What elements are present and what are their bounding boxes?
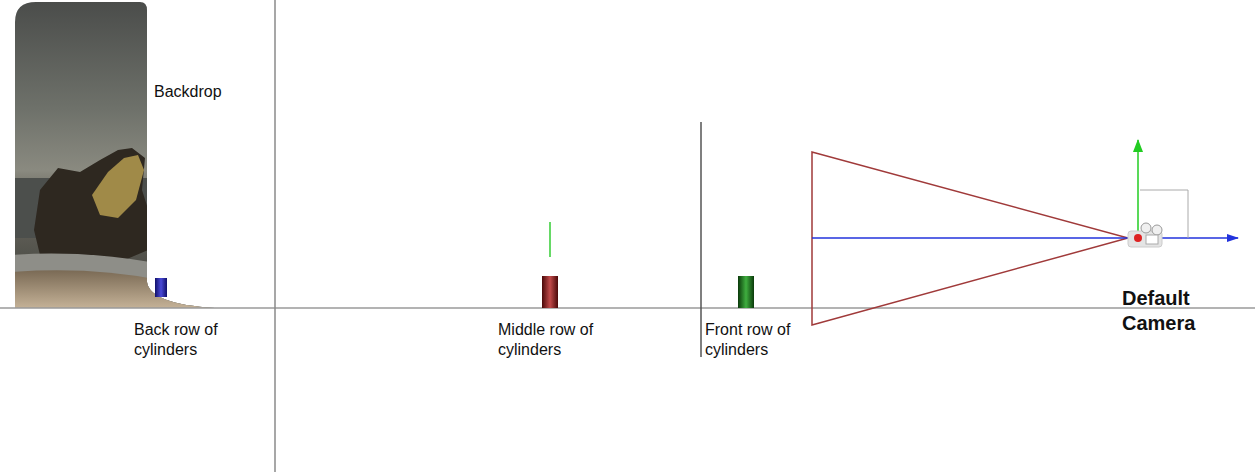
label-holder: Back row of cylinders [134,320,252,360]
blue-cylinder [155,278,167,297]
label-holder: Front row of cylinders [705,320,793,360]
camera-lens [1146,235,1158,244]
scene-label: Back row of cylinders [134,320,252,360]
backdrop-sand [10,270,220,310]
label-holder: Backdrop [154,82,264,102]
up-arrow-head [1133,139,1143,152]
divider-line [700,122,702,357]
backdrop-image [10,0,220,310]
camera-origin [1134,234,1142,242]
pivot-tick [549,222,551,257]
backdrop-sky [10,0,220,310]
scene-label: Front row of cylinders [705,320,793,360]
label-holder: Default Camera [1122,286,1226,336]
ground-axis [0,307,1255,309]
green-cylinder [738,276,754,308]
backdrop-surf [10,254,220,310]
view-axis-arrow [812,237,1238,239]
camera-icon [1128,223,1162,247]
up-axis-arrow [1137,140,1139,238]
backdrop-rock [34,148,150,262]
vertical-axis [274,0,276,472]
scene-label: Middle row of cylinders [498,320,616,360]
red-cylinder [542,276,558,308]
camera-reel [1141,223,1151,233]
backdrop-rock-lit [92,155,144,218]
camera-label: Default Camera [1122,286,1226,336]
label-holder: Middle row of cylinders [498,320,616,360]
gizmo-box [1140,190,1188,238]
camera-reel [1152,225,1162,235]
scene-label: Backdrop [154,82,264,102]
